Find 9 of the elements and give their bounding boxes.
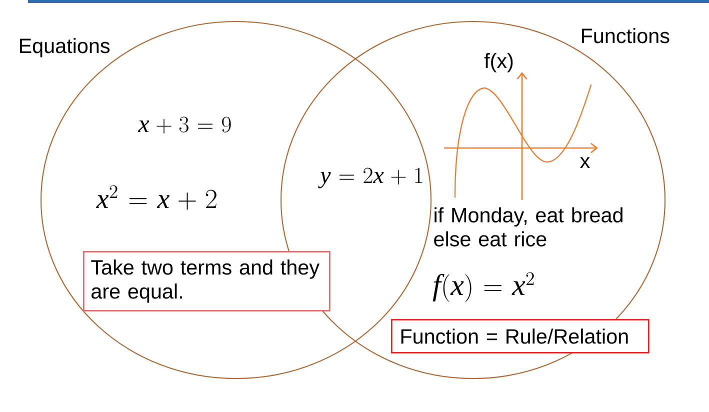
- equation: $f(x) = x^{2}$: [432, 272, 534, 302]
- equation: $x + 3 = 9$: [138, 116, 231, 134]
- rule-text: if Monday, eat bread else eat rice: [434, 207, 622, 246]
- set-label: Equations: [20, 38, 110, 58]
- axis-label: f(x): [484, 53, 513, 72]
- axis-label: x: [580, 157, 590, 168]
- equation: $x^{2} = x + 2$: [96, 185, 216, 210]
- set-label: Functions: [582, 28, 670, 44]
- equation: $y = 2x + 1$: [318, 168, 422, 188]
